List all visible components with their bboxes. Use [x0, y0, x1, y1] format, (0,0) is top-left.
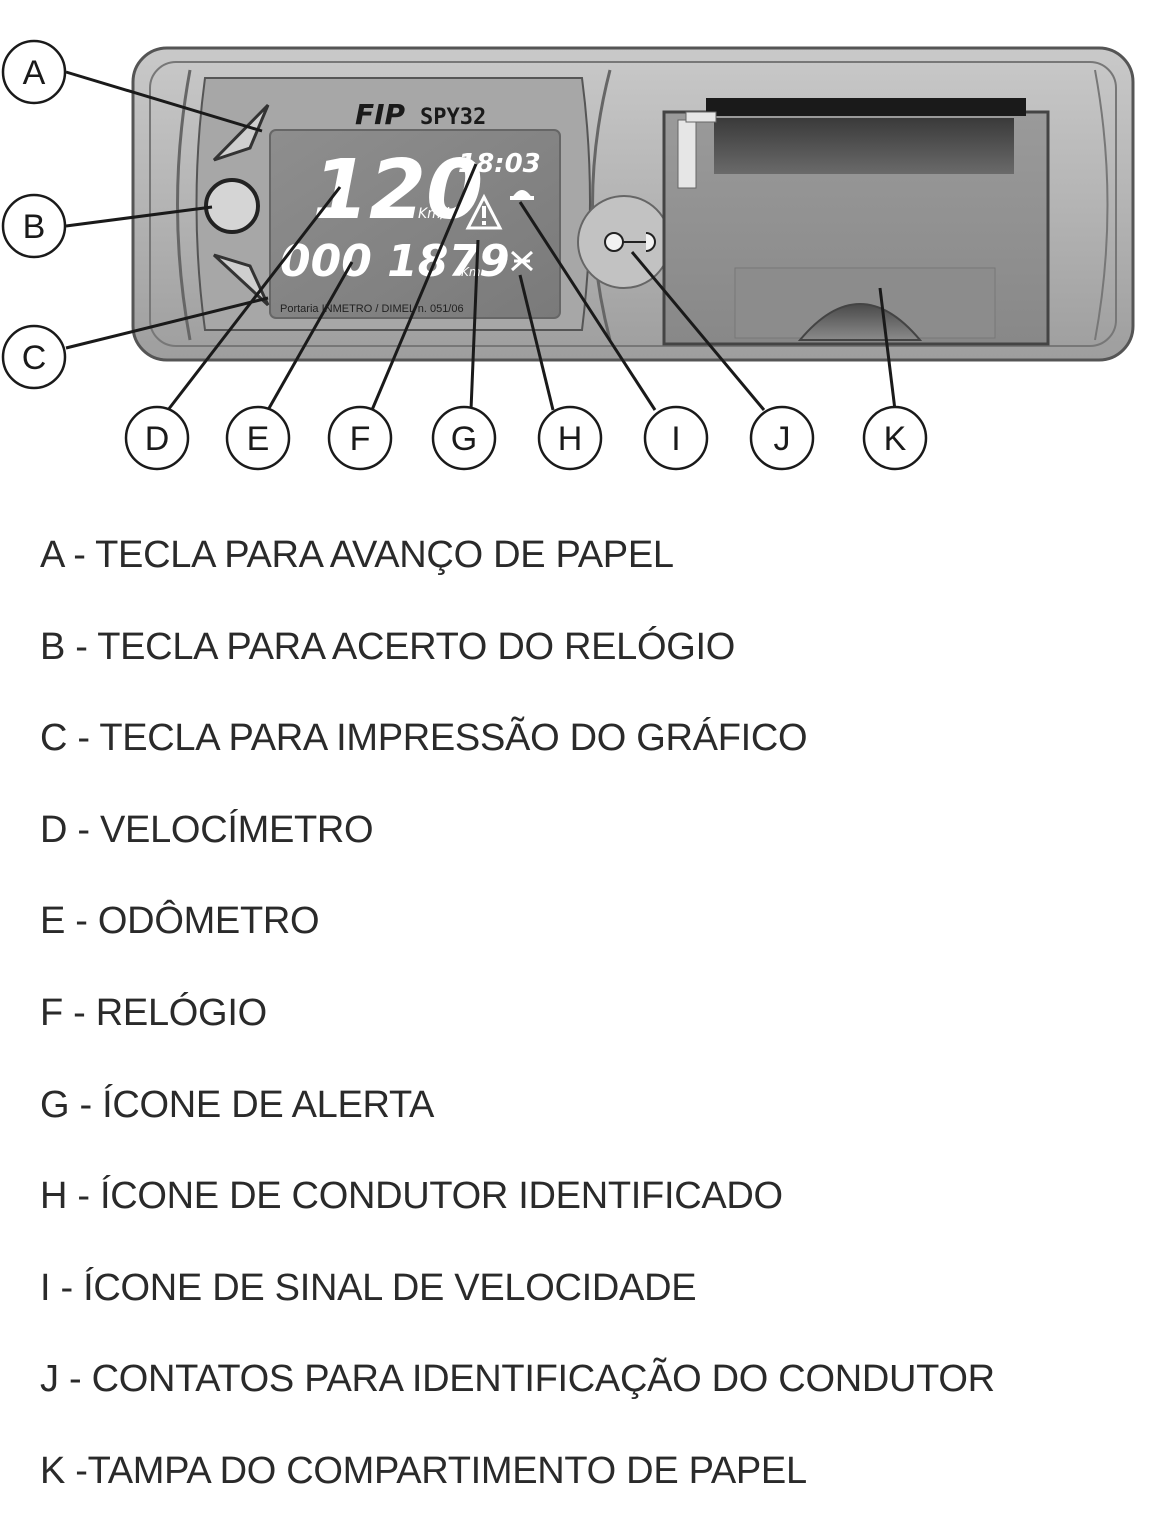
tachograph-diagram: FIP SPY32 120 Km/h 18:03 000 1879 Km Por… — [1, 39, 1135, 471]
legend-item-e: E - ODÔMETRO — [40, 900, 320, 943]
callout-h: H — [537, 405, 603, 471]
speed-signal-icon — [510, 190, 534, 200]
svg-text:FIP: FIP — [355, 98, 406, 131]
svg-text:I: I — [671, 420, 680, 458]
svg-text:K: K — [884, 420, 907, 458]
legend-item-b: B - TECLA PARA ACERTO DO RELÓGIO — [40, 625, 736, 668]
lcd-panel: FIP SPY32 120 Km/h 18:03 000 1879 Km Por… — [195, 77, 591, 331]
callout-j: J — [749, 405, 815, 471]
legend-item-i: I - ÍCONE DE SINAL DE VELOCIDADE — [40, 1266, 697, 1309]
callout-b: B — [1, 193, 67, 259]
legend-item-a: A - TECLA PARA AVANÇO DE PAPEL — [40, 534, 674, 576]
paper-compartment-cover[interactable] — [734, 267, 996, 341]
callout-leaders — [65, 70, 897, 411]
legend-item-j: J - CONTATOS PARA IDENTIFICAÇÃO DO CONDU… — [40, 1358, 995, 1401]
clock-adjust-key[interactable] — [204, 178, 260, 234]
driver-contacts[interactable] — [577, 195, 671, 289]
callout-f: F — [327, 405, 393, 471]
svg-text:D: D — [145, 420, 170, 458]
svg-text:J: J — [774, 420, 791, 458]
driver-identified-icon — [510, 250, 534, 272]
approval-footer: Portaria INMETRO / DIMEL n. 051/06 — [280, 303, 464, 315]
svg-text:E: E — [247, 420, 270, 458]
speed-readout: 120 — [312, 143, 483, 238]
paper-advance-key[interactable] — [212, 103, 270, 162]
callout-k: K — [862, 405, 928, 471]
legend-item-f: F - RELÓGIO — [40, 991, 267, 1034]
callout-i: I — [643, 405, 709, 471]
alert-icon — [465, 193, 503, 230]
svg-text:G: G — [451, 420, 477, 458]
svg-text:SPY32: SPY32 — [420, 105, 486, 130]
legend-item-g: G - ÍCONE DE ALERTA — [40, 1083, 435, 1126]
legend-item-c: C - TECLA PARA IMPRESSÃO DO GRÁFICO — [40, 717, 808, 760]
legend-item-h: H - ÍCONE DE CONDUTOR IDENTIFICADO — [40, 1175, 783, 1218]
legend-item-d: D - VELOCÍMETRO — [40, 808, 374, 851]
callout-a: A — [1, 39, 67, 105]
svg-text:C: C — [22, 339, 47, 377]
legend-item-k: K -TAMPA DO COMPARTIMENTO DE PAPEL — [40, 1449, 807, 1492]
svg-text:A: A — [23, 54, 46, 92]
svg-text:B: B — [23, 208, 46, 246]
print-graph-key[interactable] — [212, 253, 270, 307]
callout-g: G — [431, 405, 497, 471]
callout-c: C — [1, 324, 67, 390]
speed-unit: Km/h — [418, 206, 454, 222]
callout-d: D — [124, 405, 190, 471]
svg-text:F: F — [350, 420, 371, 458]
odometer-readout: 000 1879 — [280, 236, 510, 287]
brand-logo: FIP SPY32 — [355, 98, 486, 131]
svg-text:H: H — [558, 420, 583, 458]
callout-e: E — [225, 405, 291, 471]
legend-list: A - TECLA PARA AVANÇO DE PAPEL B - TECLA… — [40, 525, 995, 1533]
